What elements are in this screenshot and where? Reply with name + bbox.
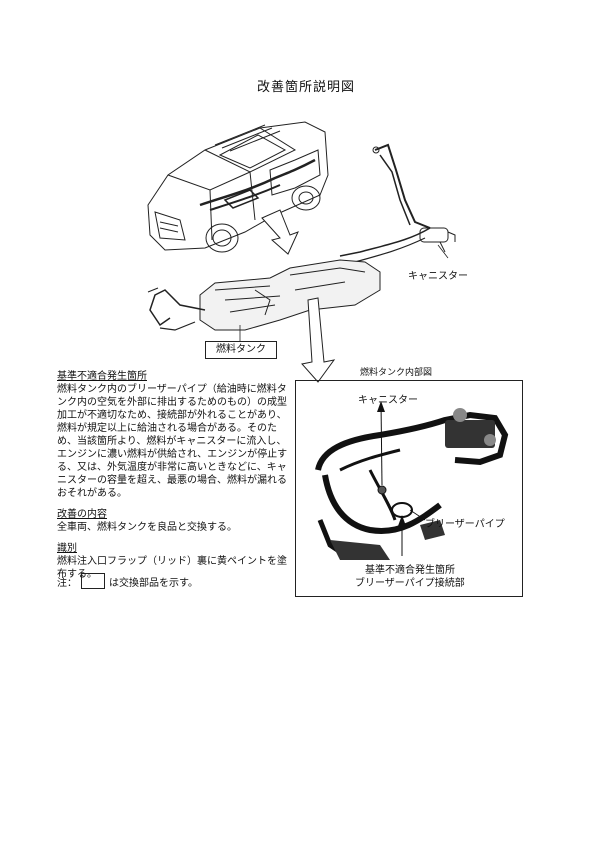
page-title: 改善箇所説明図 (256, 80, 355, 95)
inner-view-caption: 燃料タンク内部図 (360, 368, 433, 378)
remedy-body: 全車両、燃料タンクを良品と交換する。 (57, 522, 237, 533)
defect-body: 燃料タンク内のブリーザーパイプ（給油時に燃料タンク内の空気を外部に排出するための… (57, 384, 288, 499)
defect-location-sublabel: ブリーザーパイプ接続部 (355, 578, 465, 589)
canister-inner-label: キャニスター (358, 395, 418, 406)
explanation-block: 基準不適合発生箇所 燃料タンク内のブリーザーパイプ（給油時に燃料タンク内の空気を… (57, 370, 290, 581)
identification-body: 燃料注入口フラップ（リッド）裏に黄ペイントを塗布する。 (57, 556, 287, 580)
defect-location-label: 基準不適合発生箇所 (365, 565, 455, 576)
note: 注： は交換部品を示す。 (57, 573, 198, 589)
canister-label: キャニスター (408, 271, 468, 282)
defect-heading: 基準不適合発生箇所 (57, 371, 147, 382)
note-prefix: 注： (57, 577, 77, 589)
fuel-tank-label: 燃料タンク (205, 341, 277, 359)
inner-view-frame (295, 380, 523, 597)
identification-heading: 識別 (57, 543, 77, 554)
note-suffix: は交換部品を示す。 (109, 577, 198, 589)
breather-pipe-label: ブリーザーパイプ (425, 519, 505, 530)
remedy-heading: 改善の内容 (57, 509, 107, 520)
replacement-part-marker (81, 573, 105, 589)
